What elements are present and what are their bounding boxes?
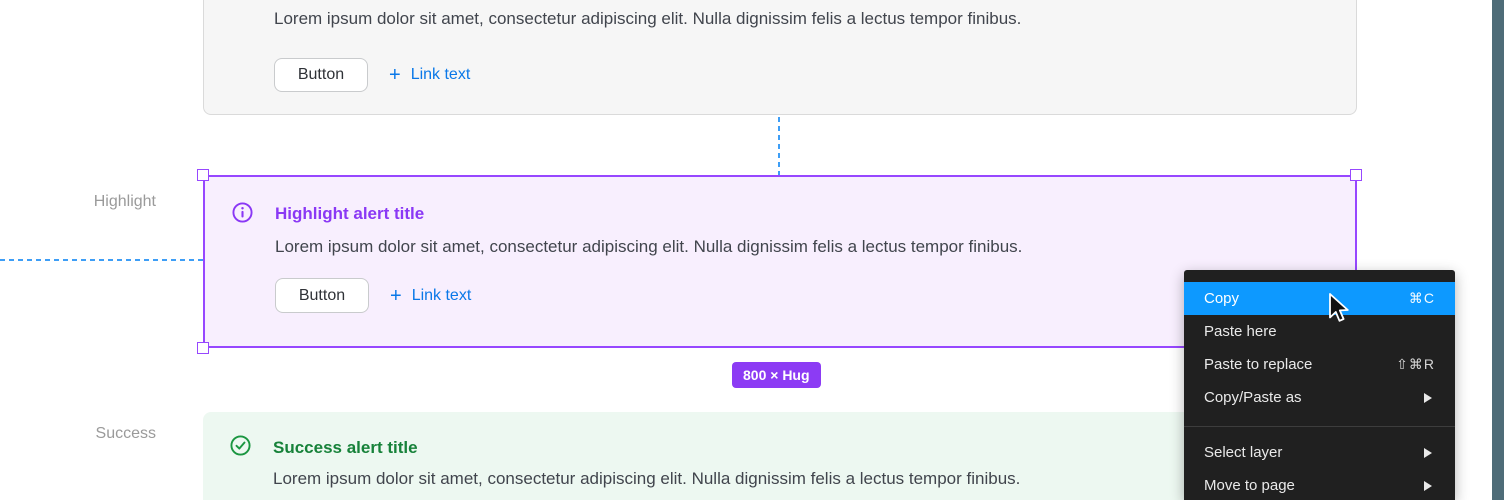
link-label: Link text (411, 286, 472, 304)
selection-handle-bottom-left[interactable] (197, 342, 209, 354)
menu-item-paste-to-replace[interactable]: Paste to replace ⇧⌘R (1184, 348, 1455, 381)
highlight-alert-title: Highlight alert title (275, 204, 425, 223)
plus-icon: + (390, 284, 402, 307)
menu-item-label: Move to page (1204, 477, 1295, 494)
menu-item-move-to-page[interactable]: Move to page (1184, 469, 1455, 500)
highlight-alert-link[interactable]: + Link text (390, 278, 471, 313)
menu-shortcut: ⌘C (1408, 290, 1435, 306)
neutral-alert-body: Lorem ipsum dolor sit amet, consectetur … (274, 9, 1022, 28)
link-label: Link text (410, 66, 471, 83)
menu-item-label: Paste here (1204, 323, 1277, 340)
menu-item-label: Copy/Paste as (1204, 389, 1302, 406)
neutral-alert-card[interactable]: Lorem ipsum dolor sit amet, consectetur … (203, 0, 1357, 115)
info-icon (232, 202, 253, 223)
highlight-alert-body: Lorem ipsum dolor sit amet, consectetur … (275, 237, 1023, 256)
canvas-label-success[interactable]: Success (95, 425, 156, 442)
right-panel-edge (1492, 0, 1504, 500)
success-alert-title: Success alert title (273, 438, 418, 457)
neutral-alert-button[interactable]: Button (274, 58, 368, 92)
check-circle-icon (230, 435, 251, 456)
context-menu: Copy ⌘C Paste here Paste to replace ⇧⌘R … (1184, 270, 1455, 500)
success-alert-body: Lorem ipsum dolor sit amet, consectetur … (273, 469, 1021, 488)
selection-handle-top-left[interactable] (197, 169, 209, 181)
selection-size-badge: 800 × Hug (732, 362, 821, 388)
success-alert-card[interactable]: Success alert title Lorem ipsum dolor si… (203, 412, 1357, 500)
menu-item-copy-paste-as[interactable]: Copy/Paste as (1184, 381, 1455, 414)
canvas-label-highlight[interactable]: Highlight (93, 193, 156, 210)
menu-item-paste-here[interactable]: Paste here (1184, 315, 1455, 348)
submenu-arrow-icon (1424, 447, 1432, 458)
selection-handle-top-right[interactable] (1350, 169, 1362, 181)
neutral-alert-link[interactable]: + Link text (389, 58, 470, 92)
menu-item-label: Paste to replace (1204, 356, 1313, 373)
menu-item-copy[interactable]: Copy ⌘C (1184, 282, 1455, 315)
menu-item-select-layer[interactable]: Select layer (1184, 436, 1455, 469)
plus-icon: + (389, 64, 401, 86)
submenu-arrow-icon (1424, 480, 1432, 491)
menu-shortcut: ⇧⌘R (1396, 356, 1435, 372)
submenu-arrow-icon (1424, 392, 1432, 403)
menu-item-label: Select layer (1204, 444, 1283, 461)
menu-divider (1184, 426, 1455, 427)
mouse-cursor-icon (1329, 293, 1349, 322)
menu-item-label: Copy (1204, 290, 1240, 307)
highlight-alert-button[interactable]: Button (275, 278, 369, 313)
highlight-alert-card[interactable]: Highlight alert title Lorem ipsum dolor … (203, 175, 1357, 348)
horizontal-center-guide (0, 259, 203, 261)
